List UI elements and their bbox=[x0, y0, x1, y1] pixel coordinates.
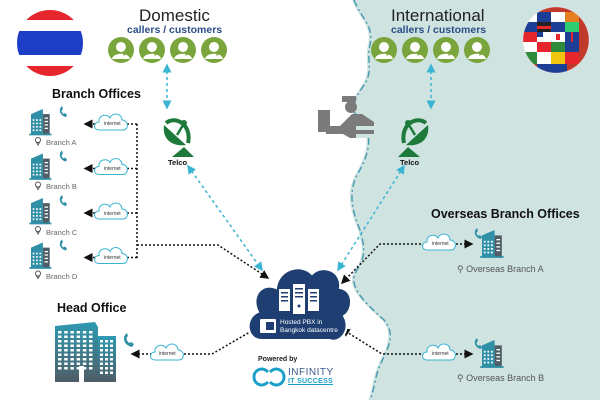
branch-phone-icon bbox=[59, 195, 67, 206]
international-caller-icon bbox=[371, 37, 397, 63]
head-office-cloud-label: internet bbox=[159, 351, 176, 357]
domestic-title: Domestic bbox=[139, 6, 210, 25]
overseas-internet-cloud-icon bbox=[422, 343, 456, 361]
overseas-a-to-pbx-link bbox=[340, 243, 425, 285]
pbx-label: Hosted PBX in Bangkok datacentre bbox=[280, 319, 338, 335]
branch-building-icon bbox=[29, 198, 52, 225]
pbx-label-line1: Hosted PBX in bbox=[280, 319, 323, 326]
branch-building-icon bbox=[29, 242, 52, 269]
branch-b-cloud-label: internet bbox=[104, 166, 121, 172]
branch-d-label: Branch D bbox=[46, 272, 78, 281]
location-pin-icon bbox=[35, 181, 41, 191]
domestic-telco-dish-icon bbox=[163, 118, 194, 157]
domestic-subtitle: callers / customers bbox=[127, 24, 223, 36]
overseas-internet-cloud-icon bbox=[422, 233, 456, 251]
overseas-branch-a-label: ⚲ Overseas Branch A bbox=[457, 264, 544, 274]
international-callers-group bbox=[371, 37, 490, 63]
branch-c-cloud-label: internet bbox=[104, 211, 121, 217]
domestic-caller-icon bbox=[139, 37, 165, 63]
branch-building-icon bbox=[29, 109, 52, 136]
international-caller-icon bbox=[433, 37, 459, 63]
location-pin-icon bbox=[35, 270, 41, 280]
brand-name-line2: IT SUCCESS bbox=[288, 378, 334, 385]
overseas-phone-icon bbox=[474, 228, 482, 239]
domestic-telco-pbx-link bbox=[187, 164, 263, 272]
overseas-branch-b-label: ⚲ Overseas Branch B bbox=[457, 373, 545, 383]
overseas-branches-group bbox=[422, 228, 504, 368]
brand-name-line1: INFINITY bbox=[288, 367, 334, 378]
international-region bbox=[349, 0, 600, 400]
branch-phone-icon bbox=[59, 239, 67, 251]
customs-officer-icon bbox=[318, 96, 374, 138]
pbx-label-line2: Bangkok datacentre bbox=[280, 327, 338, 334]
branch-offices-group bbox=[29, 106, 137, 280]
head-office-internet-cloud-icon bbox=[150, 343, 184, 361]
branch-c-label: Branch C bbox=[46, 228, 78, 237]
domestic-caller-icon bbox=[108, 37, 134, 63]
branch-a-cloud-label: internet bbox=[104, 121, 121, 127]
location-pin-icon bbox=[35, 137, 41, 147]
international-title: International bbox=[391, 6, 485, 25]
branch-trunk-to-pbx-link bbox=[137, 244, 270, 279]
overseas-branch-b-text: Overseas Branch B bbox=[466, 373, 545, 383]
international-telco-label: Telco bbox=[400, 158, 420, 167]
head-office-phone-icon bbox=[123, 333, 134, 347]
branch-b-label: Branch B bbox=[46, 182, 77, 191]
international-subtitle: callers / customers bbox=[391, 24, 487, 36]
domestic-caller-icon bbox=[201, 37, 227, 63]
head-office-title: Head Office bbox=[57, 301, 127, 315]
hosted-pbx-cloud-icon bbox=[247, 267, 352, 342]
domestic-callers-group bbox=[108, 37, 227, 63]
head-office-building-icon bbox=[55, 322, 116, 382]
overseas-phone-icon bbox=[474, 338, 482, 349]
overseas-building-icon bbox=[480, 340, 504, 368]
branch-internet-cloud-icon bbox=[94, 202, 128, 220]
branch-internet-cloud-icon bbox=[94, 247, 128, 264]
overseas-a-cloud-label: internet bbox=[432, 241, 449, 247]
branch-internet-cloud-icon bbox=[94, 113, 128, 131]
domestic-caller-icon bbox=[170, 37, 196, 63]
domestic-telco-label: Telco bbox=[168, 158, 188, 167]
branch-phone-icon bbox=[59, 106, 67, 117]
international-caller-icon bbox=[402, 37, 428, 63]
branch-offices-title: Branch Offices bbox=[52, 87, 141, 101]
branch-phone-icon bbox=[59, 150, 67, 162]
branch-d-cloud-label: internet bbox=[104, 255, 121, 261]
head-office-link-right bbox=[184, 324, 264, 355]
overseas-building-icon bbox=[480, 230, 504, 258]
international-caller-icon bbox=[464, 37, 490, 63]
location-pin-icon bbox=[35, 226, 41, 236]
branch-internet-cloud-icon bbox=[94, 158, 128, 175]
world-flags-globe-icon bbox=[523, 7, 589, 73]
international-telco-pbx-link bbox=[337, 164, 405, 272]
infinity-logo-icon bbox=[252, 367, 286, 387]
branch-building-icon bbox=[29, 153, 52, 180]
branch-a-label: Branch A bbox=[46, 138, 77, 147]
overseas-b-cloud-label: internet bbox=[432, 351, 449, 357]
thailand-flag-icon bbox=[17, 10, 83, 76]
overseas-title: Overseas Branch Offices bbox=[431, 207, 580, 221]
international-telco-dish-icon bbox=[398, 118, 429, 157]
powered-by-label: Powered by bbox=[258, 356, 298, 363]
overseas-branch-a-text: Overseas Branch A bbox=[466, 264, 544, 274]
